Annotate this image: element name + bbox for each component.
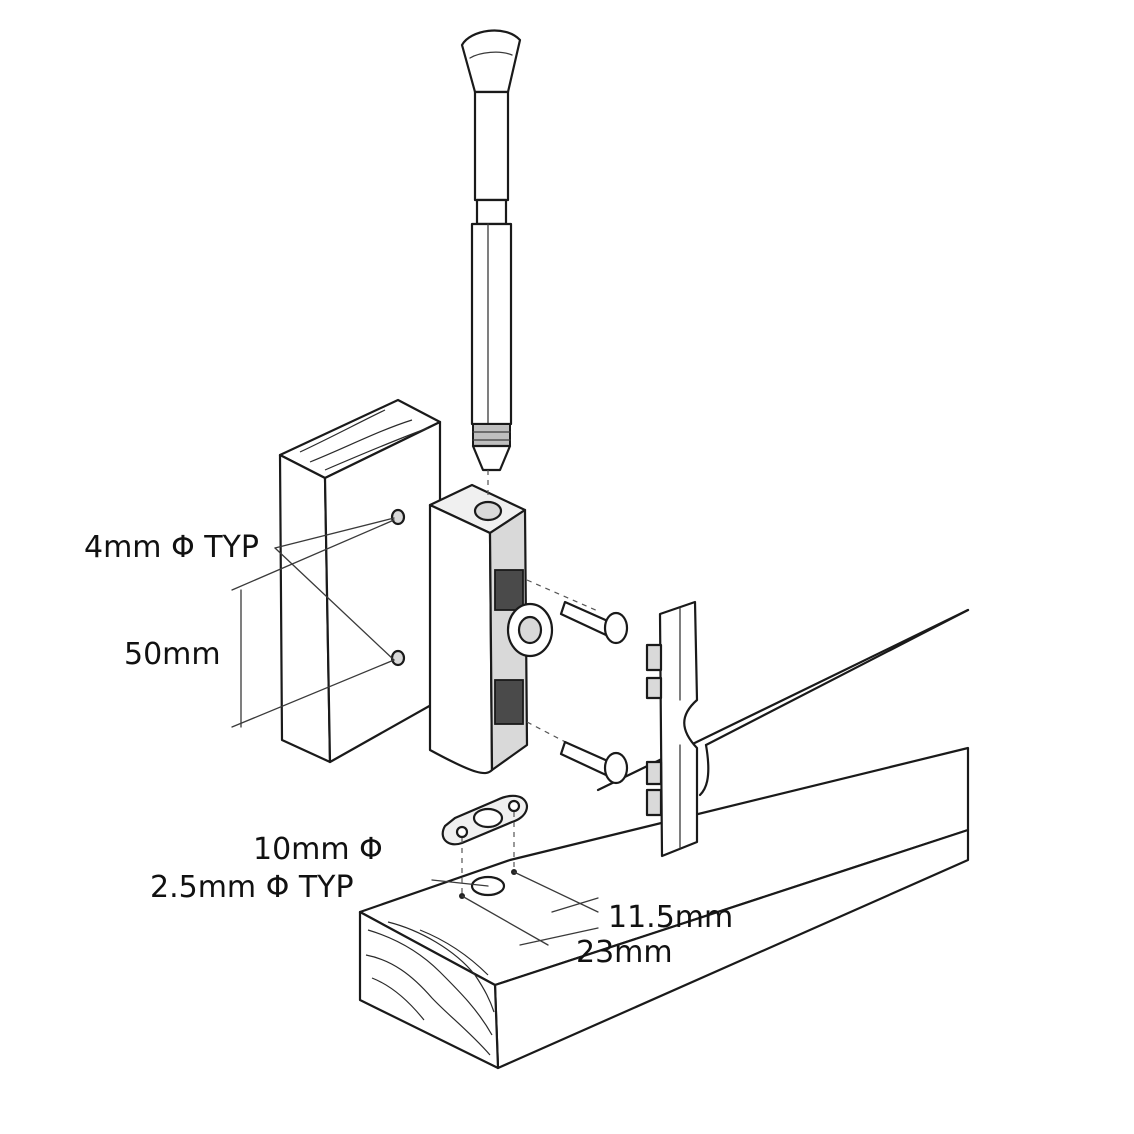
strike-plate — [645, 600, 699, 858]
label-hole-2-5mm: 2.5mm Φ TYP — [150, 870, 354, 905]
latch-pin-hole — [473, 500, 503, 522]
post-end-grain — [299, 409, 429, 471]
base-plate-screw-hole-left — [455, 825, 469, 839]
strike-tab-2 — [645, 676, 663, 700]
rail-end-grain — [365, 921, 495, 1056]
strike-tab-1 — [645, 643, 663, 672]
plunger-upper-shaft — [473, 90, 510, 202]
screw-upper — [559, 600, 629, 645]
post-pilot-hole-lower — [390, 649, 406, 667]
latch-upper-slot — [494, 569, 524, 611]
latch-lower-slot — [494, 679, 524, 725]
gate-post — [231, 398, 442, 764]
plunger-pin — [460, 29, 522, 472]
plunger-knob — [460, 29, 522, 94]
plunger-collar — [475, 198, 508, 226]
plunger-lower-shaft — [470, 222, 513, 426]
post-side-face — [323, 420, 442, 764]
latch-body — [428, 470, 601, 775]
label-dim-11-5mm: 11.5mm — [608, 900, 734, 935]
rail-dimension-lines — [431, 871, 599, 946]
strike-plate-face — [658, 600, 699, 858]
post-front-face — [278, 453, 332, 764]
leader-4mm-upper — [274, 517, 395, 549]
label-hole-4mm: 4mm Φ TYP — [84, 530, 259, 565]
base-plate-screw-hole-right — [507, 799, 521, 813]
label-spacing-50mm: 50mm — [124, 637, 221, 672]
latch-screw-axis-lower — [526, 721, 601, 761]
horizontal-rail — [358, 746, 970, 1070]
latch-cam-hub — [517, 615, 543, 645]
plunger-grip-ring — [472, 423, 511, 447]
base-plate — [441, 794, 529, 896]
rail-end-grain-face — [358, 910, 500, 1070]
strike-tab-4 — [645, 788, 663, 817]
latch-front-face — [428, 503, 494, 775]
strike-tab-3 — [645, 760, 663, 786]
label-hole-10mm: 10mm Φ — [253, 832, 383, 867]
upper-rail — [596, 608, 970, 797]
latch-screw-axis-upper — [526, 579, 601, 613]
plunger-tip — [471, 444, 512, 472]
screw-lower — [559, 740, 629, 785]
label-dim-23mm: 23mm — [576, 935, 673, 970]
post-pilot-hole-upper — [390, 508, 406, 526]
leader-4mm-lower — [274, 547, 395, 661]
base-plate-center-hole — [472, 807, 504, 829]
